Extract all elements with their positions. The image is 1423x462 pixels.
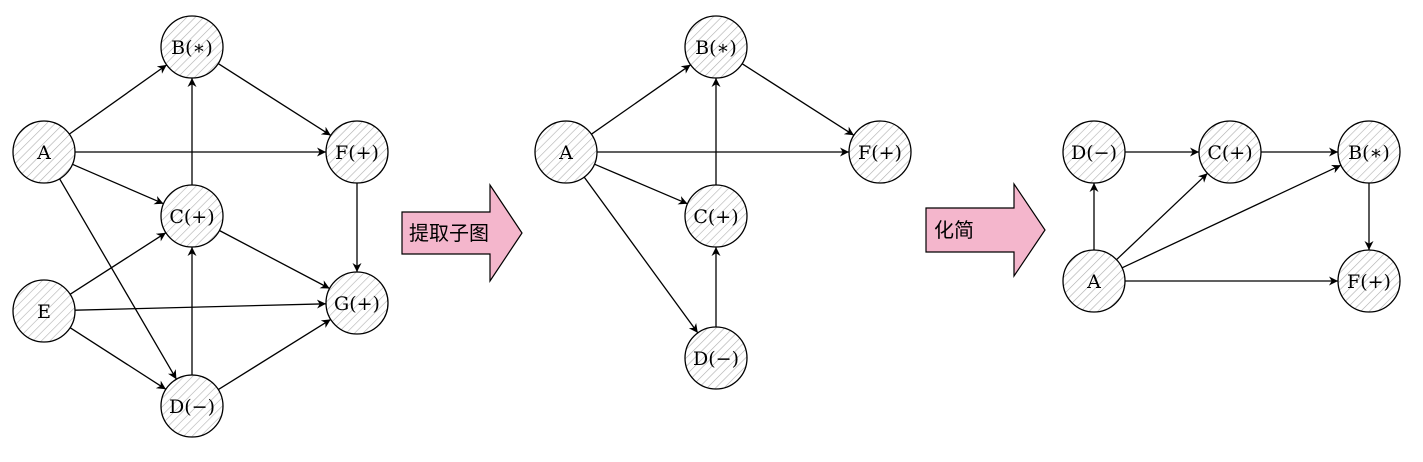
transition-label: 提取子图 (409, 221, 489, 245)
edge-original-E-D (69, 327, 167, 390)
node-label: D(−) (169, 396, 215, 418)
node-label: A (558, 142, 573, 164)
node-circle (325, 120, 389, 184)
node-circle (1198, 120, 1262, 184)
node-circle (684, 15, 748, 79)
node-circle (684, 184, 748, 248)
node-original-E: E (12, 279, 76, 343)
node-label: C(+) (1207, 142, 1252, 164)
node-label: C(+) (693, 206, 738, 228)
node-simplified-D: D(−) (1062, 120, 1126, 184)
node-subgraph-B: B(∗) (684, 15, 748, 79)
edge-subgraph-A-B (591, 64, 691, 135)
node-original-D: D(−) (160, 374, 224, 438)
edge-simplified-A-B (1121, 164, 1342, 269)
transition-label: 化简 (934, 218, 974, 242)
node-label: E (37, 301, 51, 323)
edge-simplified-A-C (1116, 172, 1208, 261)
edge-subgraph-A-D (583, 176, 699, 334)
node-subgraph-D: D(−) (684, 326, 748, 390)
node-label: A (1086, 271, 1101, 293)
node-label: D(−) (1071, 142, 1117, 164)
node-subgraph-A: A (534, 120, 598, 184)
node-circle (1062, 249, 1126, 313)
node-label: B(∗) (1348, 142, 1390, 164)
transition-arrow-extract-subgraph: 提取子图 (401, 183, 523, 283)
node-original-C: C(+) (160, 184, 224, 248)
node-label: B(∗) (695, 37, 737, 59)
node-circle (1337, 120, 1401, 184)
node-circle (848, 120, 912, 184)
edge-original-D-G (217, 318, 332, 391)
node-simplified-C: C(+) (1198, 120, 1262, 184)
node-circle (12, 279, 76, 343)
edge-original-E-C (69, 232, 167, 295)
node-simplified-B: B(∗) (1337, 120, 1401, 184)
transition-arrow-simplify: 化简 (925, 182, 1046, 278)
node-original-A: A (12, 120, 76, 184)
node-circle (684, 326, 748, 390)
node-original-G: G(+) (325, 271, 389, 335)
edge-original-A-B (68, 64, 168, 135)
node-circle (1337, 249, 1401, 313)
edge-original-C-G (219, 229, 330, 290)
edge-original-B-F (217, 63, 332, 136)
node-simplified-A: A (1062, 249, 1126, 313)
node-label: F(+) (858, 142, 902, 164)
edge-original-A-D (59, 178, 177, 380)
node-circle (12, 120, 76, 184)
node-label: A (36, 142, 51, 164)
node-original-B: B(∗) (160, 15, 224, 79)
edge-subgraph-B-F (741, 63, 855, 136)
node-label: C(+) (169, 206, 214, 228)
node-circle (325, 271, 389, 335)
edge-original-E-G (74, 299, 327, 311)
node-label: G(+) (334, 293, 380, 315)
edges-layer (59, 63, 1374, 391)
node-circle (160, 184, 224, 248)
node-subgraph-C: C(+) (684, 184, 748, 248)
node-label: D(−) (693, 348, 739, 370)
node-circle (1062, 120, 1126, 184)
node-original-F: F(+) (325, 120, 389, 184)
node-label: F(+) (335, 142, 379, 164)
edge-original-A-C (72, 163, 164, 205)
edge-subgraph-A-C (594, 163, 688, 205)
node-circle (160, 15, 224, 79)
node-subgraph-F: F(+) (848, 120, 912, 184)
nodes-layer: B(∗) A F(+) C(+) E G(+) D(−) B(∗) A F(+) C(+) D(−) D… (12, 15, 1401, 438)
node-circle (534, 120, 598, 184)
node-circle (160, 374, 224, 438)
node-simplified-F: F(+) (1337, 249, 1401, 313)
big-arrow-shape (925, 182, 1046, 278)
node-label: F(+) (1347, 271, 1391, 293)
big-arrow-shape (401, 183, 523, 283)
node-label: B(∗) (171, 37, 213, 59)
